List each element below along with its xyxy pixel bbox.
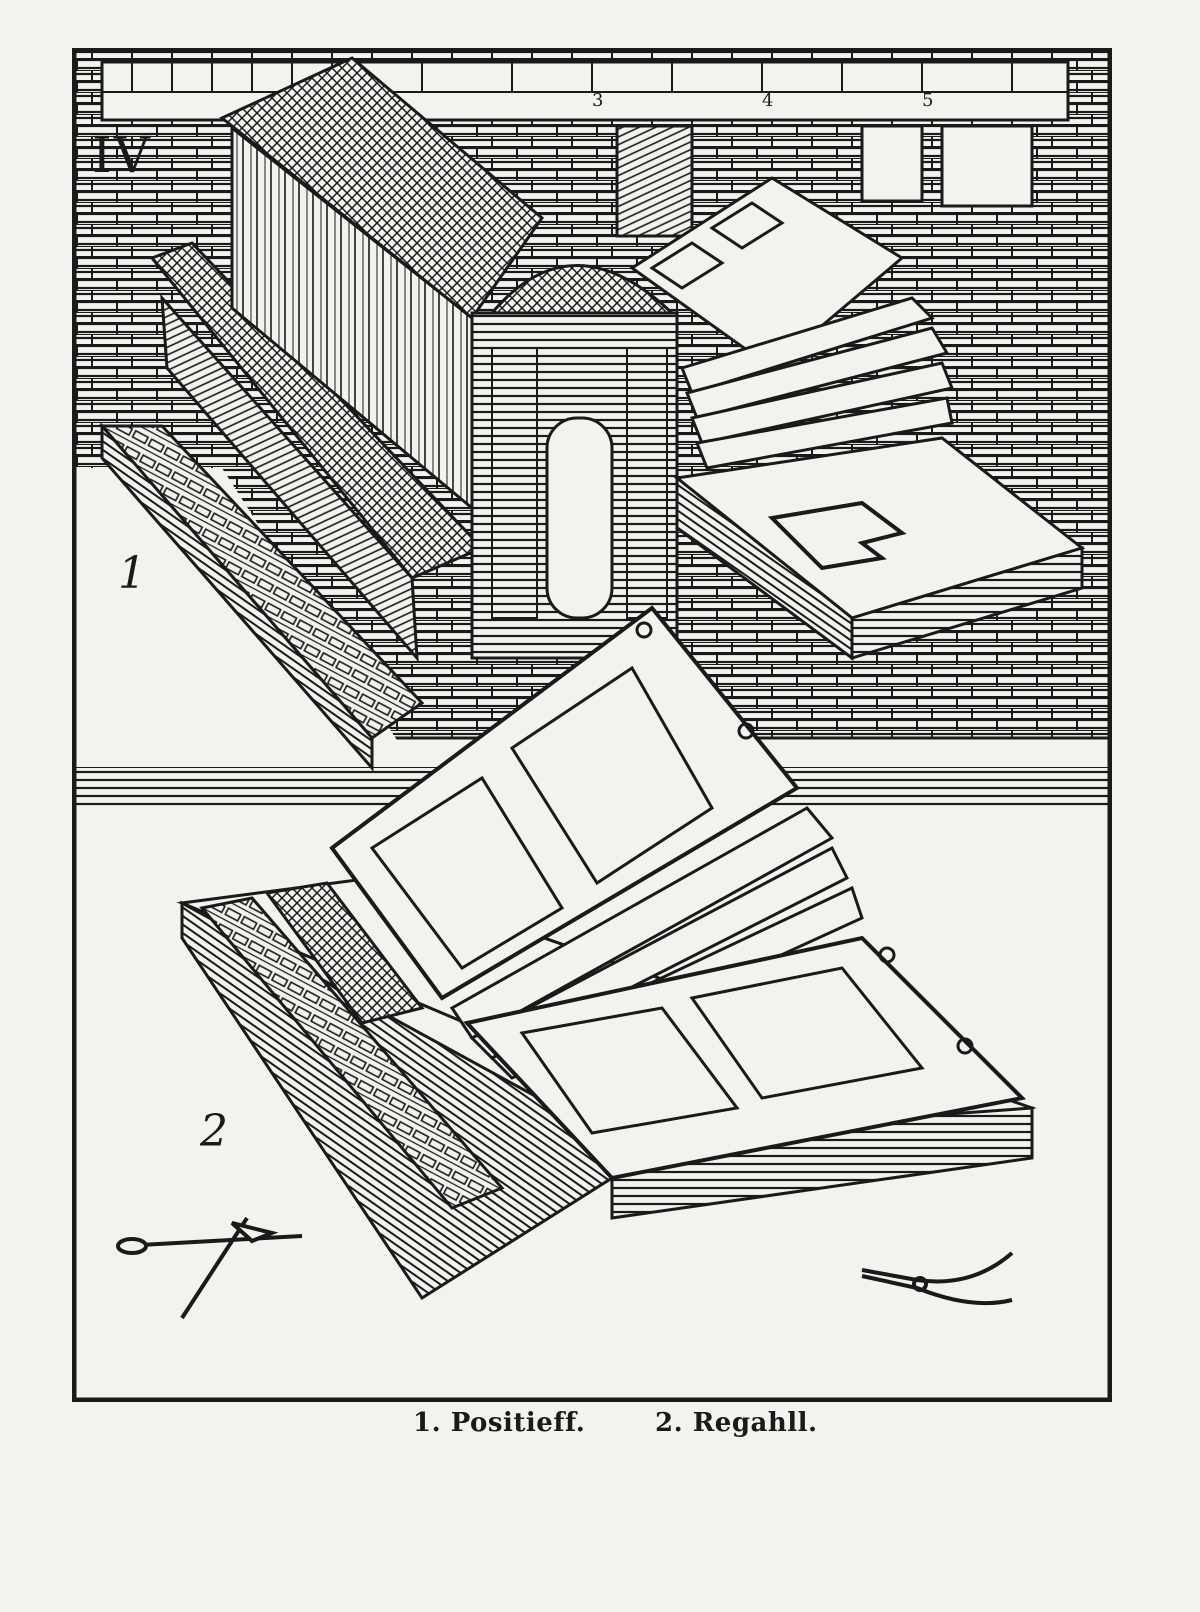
caption-positive: 1. Positieff. xyxy=(413,1408,586,1438)
regal-lower-bellows-board xyxy=(463,935,1027,1181)
positive-front-case xyxy=(160,293,419,663)
positive-arch-crown xyxy=(488,264,676,315)
figure-label-regal: 2 xyxy=(200,1106,228,1157)
regal-keyboard xyxy=(199,896,505,1210)
woodcut-plate: IV 3 4 5 1 2 xyxy=(72,48,1112,1402)
positive-keyboard-side xyxy=(100,421,374,773)
positive-bellows-top xyxy=(629,176,905,370)
positive-roof xyxy=(219,56,545,321)
pliers-icon xyxy=(861,1251,1014,1306)
regal-lattice-grill xyxy=(264,881,425,1025)
caption-regal: 2. Regahll. xyxy=(655,1408,818,1438)
plate-number: IV xyxy=(92,126,152,184)
plate-frame xyxy=(72,48,1112,1402)
figure-captions: 1. Positieff. 2. Regahll. xyxy=(0,1408,1200,1458)
figure-label-positive: 1 xyxy=(118,548,146,599)
wall-window xyxy=(940,124,1034,208)
positive-arched-niche xyxy=(545,416,614,620)
tuning-tool-icon xyxy=(116,1216,303,1320)
regal-upper-bellows-board xyxy=(329,605,801,1001)
ruler-number: 3 xyxy=(592,90,604,111)
woodcut-illustration xyxy=(72,48,1112,1402)
positive-bellows-folds xyxy=(680,296,955,470)
wall-niche xyxy=(615,124,694,238)
wall-window xyxy=(860,124,924,203)
ruler-number: 5 xyxy=(922,90,934,111)
ruler-number: 4 xyxy=(762,90,774,111)
